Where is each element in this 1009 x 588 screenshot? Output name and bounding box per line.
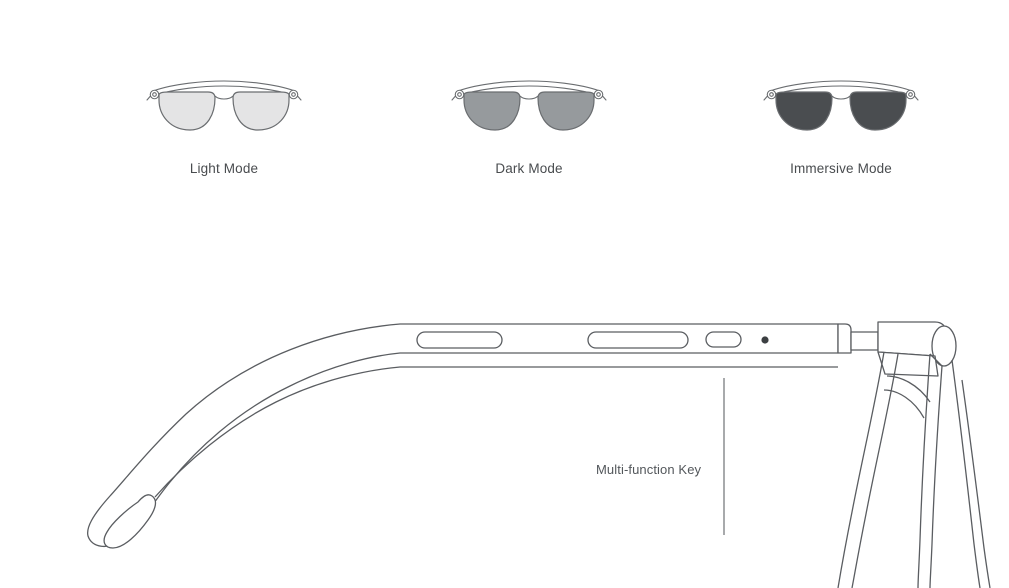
- glasses-light-mode-icon: [146, 80, 302, 131]
- hinge-barrel: [931, 325, 957, 367]
- mode-label-dark-mode: Dark Mode: [495, 161, 563, 176]
- mode-label-light-mode: Light Mode: [189, 161, 259, 176]
- mode-label-immersive-mode: Immersive Mode: [790, 161, 892, 176]
- multi-function-key[interactable]: [761, 336, 769, 344]
- mode-card-light-mode[interactable]: Light Mode: [99, 78, 349, 177]
- temple-side-view-illustration: [86, 321, 991, 588]
- temple-arm-outline: [86, 323, 839, 549]
- callout-label-multi-function-key: Multi-function Key: [596, 462, 702, 477]
- glasses-immersive-mode-icon: [763, 80, 919, 131]
- mode-gallery: Light Mode Dark Mode: [0, 0, 1009, 210]
- touch-panel-slot: [587, 331, 689, 349]
- speaker-grille-rear: [416, 331, 503, 349]
- temple-arm-features: [416, 331, 742, 349]
- microphone-slot: [705, 331, 742, 348]
- hinge-assembly: [837, 321, 957, 377]
- glasses-dark-mode-icon: [451, 80, 607, 131]
- front-frame-edges: [837, 351, 991, 588]
- mode-card-immersive-mode[interactable]: Immersive Mode: [716, 78, 966, 177]
- side-view-diagram: [0, 290, 1009, 588]
- mode-card-dark-mode[interactable]: Dark Mode: [404, 78, 654, 177]
